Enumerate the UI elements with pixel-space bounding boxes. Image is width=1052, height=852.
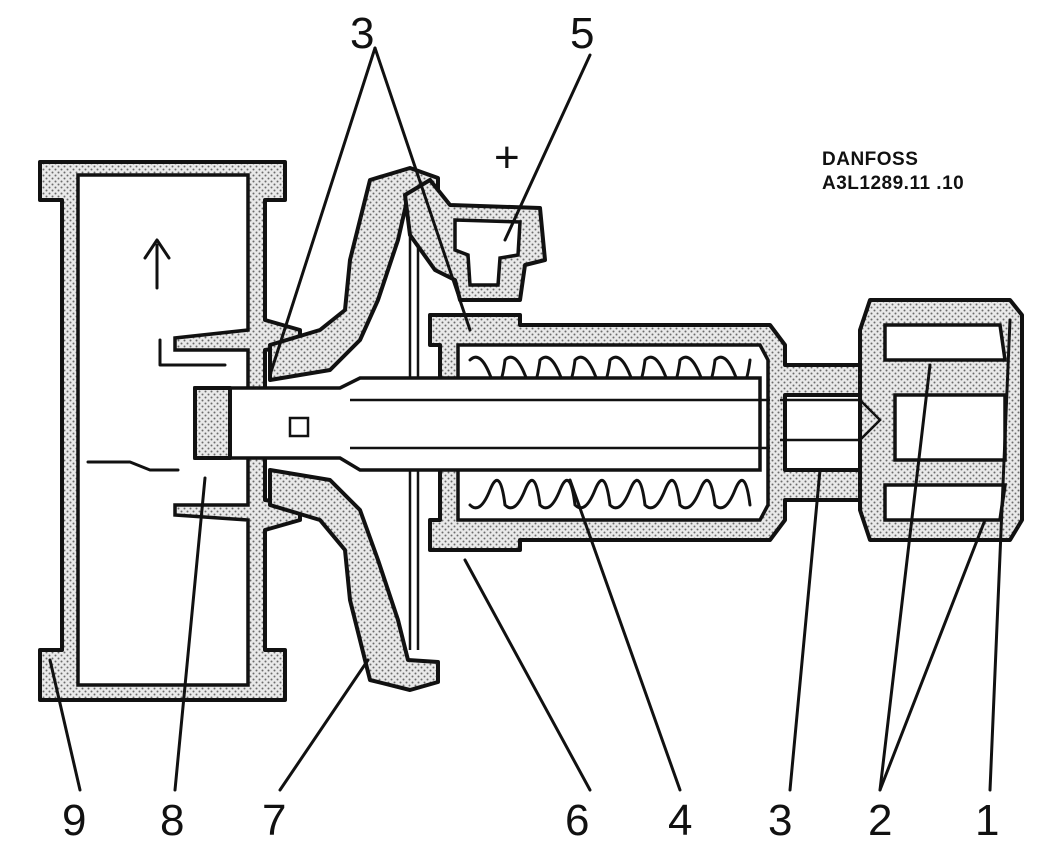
drawing-code-label: DANFOSS A3L1289.11 .10 [822,148,964,196]
drawing-number: A3L1289.11 .10 [822,173,965,194]
valve-stem [193,376,770,472]
up-arrow-icon [143,238,171,290]
plus-sign: + [494,133,520,182]
callout-7: 7 [262,796,286,845]
leader-lines [48,46,1012,792]
callout-9: 9 [62,796,86,845]
spring [468,355,752,510]
diaphragm-housing [268,166,440,692]
manufacturer-name: DANFOSS [822,149,919,170]
callout-4: 4 [668,796,692,845]
callout-5: 5 [570,9,594,58]
callout-8: 8 [160,796,184,845]
callout-3-right: 3 [768,796,792,845]
callout-2: 2 [868,796,892,845]
callout-6: 6 [565,796,589,845]
adjusting-cap [780,298,1024,542]
tee-body [38,160,302,702]
callout-1: 1 [975,796,999,845]
impulse-connection [403,178,547,302]
callout-3-top: 3 [350,9,374,58]
